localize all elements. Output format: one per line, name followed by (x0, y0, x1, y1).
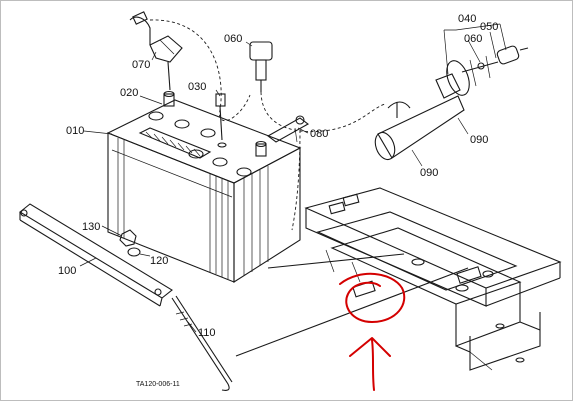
leader-lines (79, 41, 469, 333)
callout-130: 130 (82, 221, 100, 233)
annotation-circle (339, 272, 406, 324)
callout-010: 010 (66, 125, 84, 137)
callout-120: 120 (150, 255, 168, 267)
callout-070: 070 (132, 59, 150, 71)
callout-080: 080 (310, 128, 328, 140)
callout-050: 050 (480, 21, 498, 33)
cables (129, 11, 529, 231)
hold-down-bracket (19, 203, 233, 391)
callout-labels: 010 020 030 040 050 060 060 070 080 090 … (58, 13, 498, 388)
drawing-code: TA120-006-11 (136, 381, 180, 388)
callout-060-right: 060 (464, 33, 482, 45)
callout-110: 110 (198, 327, 216, 339)
annotation-arrow-shaft (371, 339, 375, 391)
callout-090-right: 090 (470, 134, 488, 146)
callout-100: 100 (58, 265, 76, 277)
red-annotation (339, 272, 406, 391)
annotation-arrow-head (349, 337, 391, 357)
callout-060-center: 060 (224, 33, 242, 45)
battery (106, 90, 302, 284)
callout-030: 030 (188, 81, 206, 93)
callout-020: 020 (120, 87, 138, 99)
callout-040: 040 (458, 13, 476, 25)
mounting-plate (235, 187, 562, 371)
callout-090-lower: 090 (420, 167, 438, 179)
